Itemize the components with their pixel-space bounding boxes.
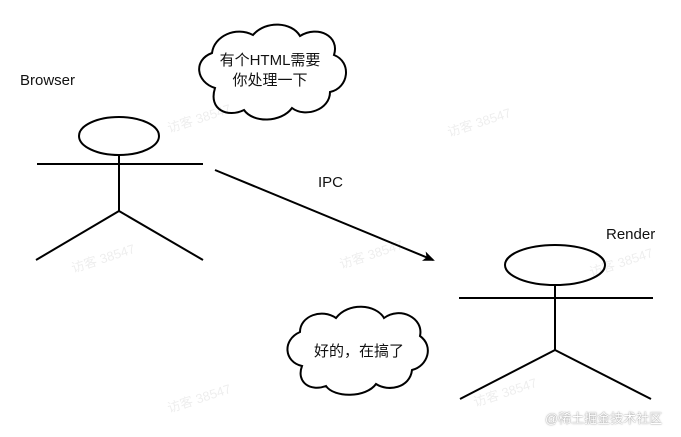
- browser-speech-text: 有个HTML需要 你处理一下: [211, 51, 329, 91]
- render-speech-cloud: [286, 305, 429, 396]
- render-actor-right-leg: [554, 349, 652, 400]
- render-speech-text: 好的，在搞了: [313, 343, 404, 360]
- render-actor: [459, 244, 653, 400]
- render-actor-left-leg: [459, 349, 556, 400]
- brand-watermark: @稀土掘金技术社区: [545, 411, 663, 426]
- browser-actor-left-leg: [35, 210, 120, 261]
- browser-speech-cloud: [198, 23, 347, 121]
- browser-actor: [35, 116, 204, 261]
- ipc-message-label: IPC: [318, 174, 344, 191]
- browser-speech-line1: 有个HTML需要: [219, 52, 321, 69]
- render-actor-label: Render: [606, 226, 656, 243]
- browser-actor-label: Browser: [20, 72, 76, 89]
- browser-speech-line2: 你处理一下: [232, 72, 308, 89]
- ipc-arrow: [214, 169, 435, 261]
- browser-actor-head: [78, 116, 160, 156]
- render-actor-head: [504, 244, 606, 286]
- browser-actor-right-leg: [118, 210, 204, 261]
